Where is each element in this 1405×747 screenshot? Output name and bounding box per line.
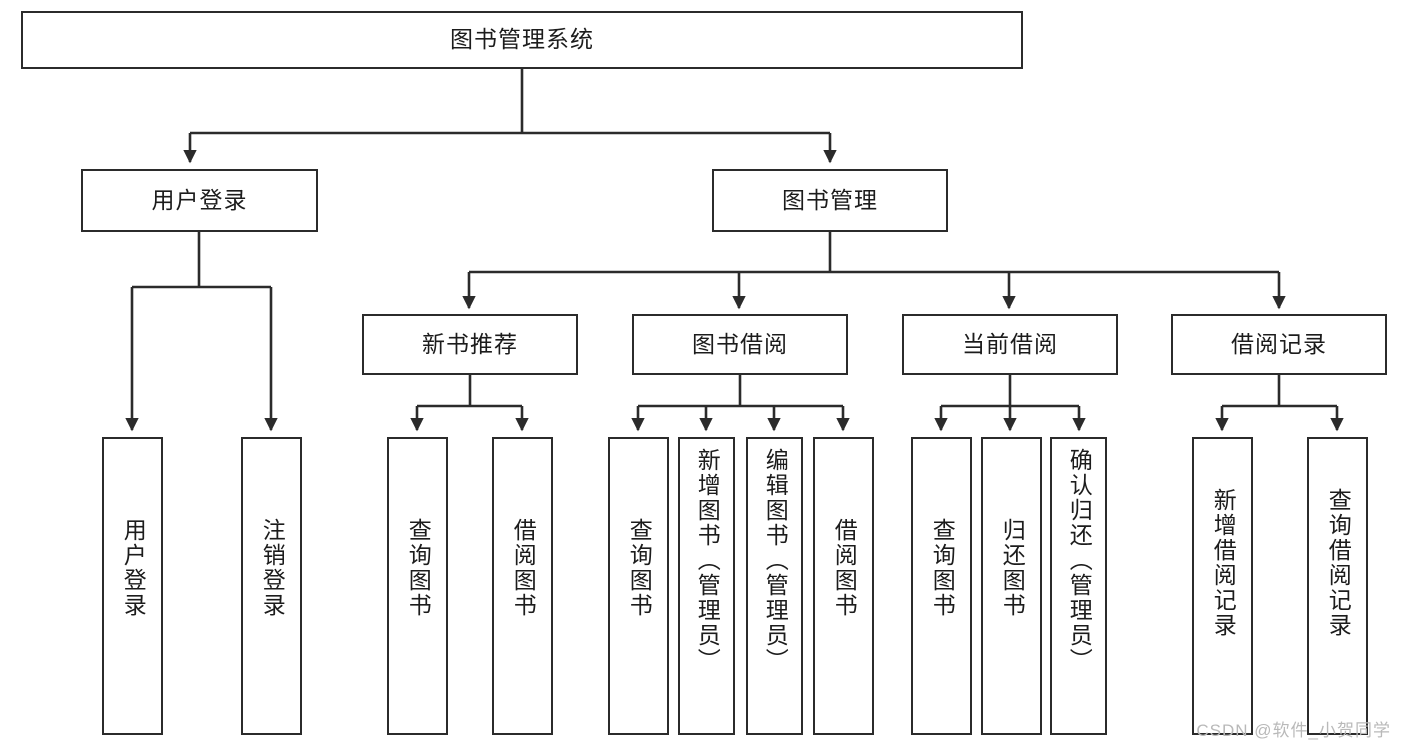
node-leaf-query-book-new-label: 查询图书	[405, 518, 432, 618]
node-leaf-return-book[interactable]: 归还图书	[981, 437, 1042, 735]
node-root[interactable]: 图书管理系统	[21, 11, 1023, 69]
node-current-borrow[interactable]: 当前借阅	[902, 314, 1118, 375]
node-leaf-query-book-new[interactable]: 查询图书	[387, 437, 448, 735]
node-leaf-query-book-current-label: 查询图书	[929, 518, 956, 618]
node-leaf-logout-label: 注销登录	[259, 518, 286, 618]
csdn-watermark: CSDN @软件_小贺同学	[1196, 721, 1391, 740]
node-borrow-record-label: 借阅记录	[1231, 330, 1327, 357]
node-user-login[interactable]: 用户登录	[81, 169, 318, 232]
node-root-label: 图书管理系统	[450, 26, 594, 53]
node-leaf-confirm-return-admin-label: 确认归还（管理员）	[1066, 448, 1093, 673]
node-new-book-recommend[interactable]: 新书推荐	[362, 314, 578, 375]
node-leaf-query-book-borrow-label: 查询图书	[626, 518, 653, 618]
node-leaf-add-borrow-record-label: 新增借阅记录	[1210, 488, 1237, 638]
node-leaf-user-login-label: 用户登录	[120, 518, 147, 618]
node-leaf-query-book-borrow[interactable]: 查询图书	[608, 437, 669, 735]
node-leaf-borrow-book-new[interactable]: 借阅图书	[492, 437, 553, 735]
node-current-borrow-label: 当前借阅	[962, 330, 1058, 357]
node-book-manage-label: 图书管理	[782, 186, 878, 213]
node-book-borrow-label: 图书借阅	[692, 330, 788, 357]
node-leaf-return-book-label: 归还图书	[999, 518, 1026, 618]
node-borrow-record[interactable]: 借阅记录	[1171, 314, 1387, 375]
node-leaf-borrow-book-borrow-label: 借阅图书	[831, 518, 858, 618]
node-leaf-user-login[interactable]: 用户登录	[102, 437, 163, 735]
node-user-login-label: 用户登录	[151, 186, 248, 213]
node-book-borrow[interactable]: 图书借阅	[632, 314, 848, 375]
node-book-manage[interactable]: 图书管理	[712, 169, 948, 232]
node-leaf-logout[interactable]: 注销登录	[241, 437, 302, 735]
node-leaf-add-book-admin[interactable]: 新增图书（管理员）	[678, 437, 735, 735]
node-leaf-borrow-book-new-label: 借阅图书	[510, 518, 537, 618]
node-new-book-recommend-label: 新书推荐	[422, 330, 518, 357]
node-leaf-add-borrow-record[interactable]: 新增借阅记录	[1192, 437, 1253, 735]
node-leaf-query-borrow-record[interactable]: 查询借阅记录	[1307, 437, 1368, 735]
node-leaf-query-borrow-record-label: 查询借阅记录	[1325, 488, 1352, 638]
node-leaf-confirm-return-admin[interactable]: 确认归还（管理员）	[1050, 437, 1107, 735]
node-leaf-edit-book-admin[interactable]: 编辑图书（管理员）	[746, 437, 803, 735]
node-leaf-borrow-book-borrow[interactable]: 借阅图书	[813, 437, 874, 735]
node-leaf-edit-book-admin-label: 编辑图书（管理员）	[762, 448, 789, 673]
node-leaf-add-book-admin-label: 新增图书（管理员）	[694, 448, 721, 673]
node-leaf-query-book-current[interactable]: 查询图书	[911, 437, 972, 735]
